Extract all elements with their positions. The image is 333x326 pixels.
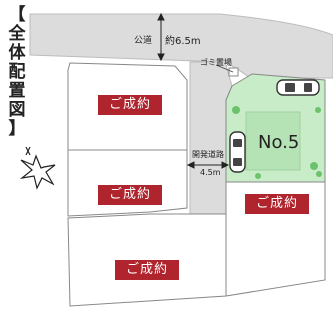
title-char: 全 <box>8 24 26 44</box>
tree-icon <box>232 106 322 179</box>
dev-road-width-label: 4.5m <box>200 168 221 177</box>
garbage-leader-line <box>215 64 234 73</box>
title-bracket-open: 【 <box>8 5 26 25</box>
dev-road-name-label: 開発道路 <box>192 150 224 159</box>
garbage-area <box>228 67 239 77</box>
map-title: 【 全 体 配 置 図 】 <box>4 6 30 139</box>
public-road <box>29 13 333 79</box>
lot-no5-label: No.5 <box>258 132 300 153</box>
title-char: 置 <box>8 81 26 101</box>
title-bracket-close: 】 <box>8 119 26 139</box>
house-footprint <box>245 111 301 171</box>
road-width-arrow <box>157 12 165 62</box>
lot-status-badge: ご成約 <box>98 95 162 115</box>
road-width-label: 約6.5m <box>165 36 201 47</box>
compass-icon <box>19 146 56 190</box>
lot-status-badge: ご成約 <box>115 260 179 280</box>
lot-status-badge: ご成約 <box>245 194 309 214</box>
lot-middle-left <box>67 149 188 217</box>
title-char: 図 <box>8 100 26 120</box>
lot-status-badge: ご成約 <box>98 185 162 205</box>
road-name-label: 公道 <box>134 36 153 46</box>
title-char: 配 <box>8 62 26 82</box>
title-char: 体 <box>8 43 26 63</box>
car-icon <box>276 79 320 96</box>
garbage-area-label: ゴミ置場 <box>200 58 232 67</box>
car-icon <box>229 131 246 173</box>
dev-road-width-arrow <box>186 161 230 169</box>
